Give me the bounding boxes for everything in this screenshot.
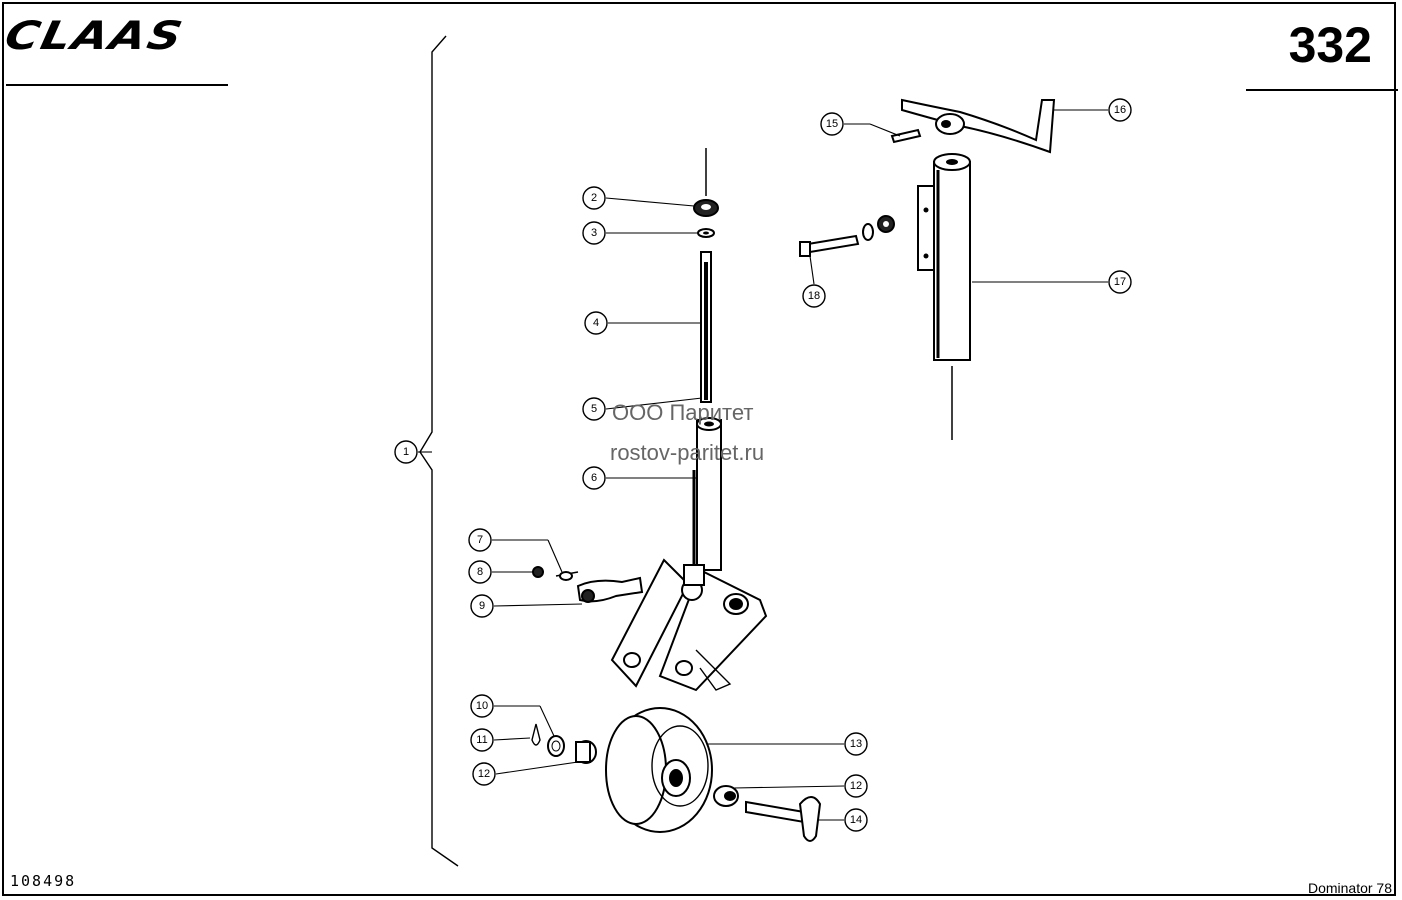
callout-12-right: 12 [844,774,868,798]
callout-10: 10 [470,694,494,718]
watermark-url: rostov-paritet.ru [610,440,765,465]
callout-18: 18 [802,284,826,308]
wheel-part [605,707,713,833]
watermark-company: ООО Паритет [612,400,754,425]
assembly-bracket [419,35,459,867]
axle-left-parts [531,723,597,764]
pin-part [890,128,922,144]
washer-part [697,228,715,238]
crank-handle-part [901,98,1056,154]
callout-13: 13 [844,732,868,756]
callout-5: 5 [582,397,606,421]
callout-label: 11 [476,734,487,746]
callout-label: 18 [808,290,820,302]
callout-label: 10 [476,700,488,712]
callout-label: 17 [1114,276,1126,288]
callout-14: 14 [844,808,868,832]
nut-part [693,199,719,217]
callout-label: 16 [1114,104,1126,116]
callout-6: 6 [582,466,606,490]
axle-right-parts [713,785,822,842]
callout-label: 12 [478,768,490,780]
page-number-underline [1246,89,1398,91]
model-name: Dominator 78 [1307,880,1392,896]
callout-17: 17 [1108,270,1132,294]
callout-label: 3 [591,227,597,239]
callout-label: 1 [403,446,409,458]
leader-lines [418,109,1108,821]
callout-label: 2 [591,192,597,204]
callout-7: 7 [468,528,492,552]
callout-16: 16 [1108,98,1132,122]
callout-label: 4 [593,317,599,329]
page-number: 332 [1288,17,1372,73]
callout-label: 8 [477,566,483,578]
callout-8: 8 [468,560,492,584]
callout-label: 13 [850,738,862,750]
callout-15: 15 [820,112,844,136]
jack-foot-frame [610,558,768,692]
callout-2: 2 [582,186,606,210]
callout-9: 9 [470,594,494,618]
callout-label: 6 [591,472,597,484]
bolt-18-group [799,215,895,257]
callout-label: 14 [850,814,862,826]
tube-part [692,417,722,571]
clamp-lever-group [532,566,644,603]
callout-label: 7 [477,534,483,546]
threaded-spindle-part [700,251,712,403]
callout-label: 9 [479,600,485,612]
callout-label: 15 [826,118,838,130]
brand-underline [6,84,228,86]
callout-11: 11 [470,728,494,752]
drawing-id: 108498 [10,872,77,890]
callout-label: 12 [850,780,862,792]
callout-label: 5 [591,403,597,415]
callout-1: 1 [394,440,418,464]
callout-4: 4 [584,311,608,335]
callout-12-left: 12 [472,762,496,786]
outer-tube-part [917,153,971,361]
callout-3: 3 [582,221,606,245]
